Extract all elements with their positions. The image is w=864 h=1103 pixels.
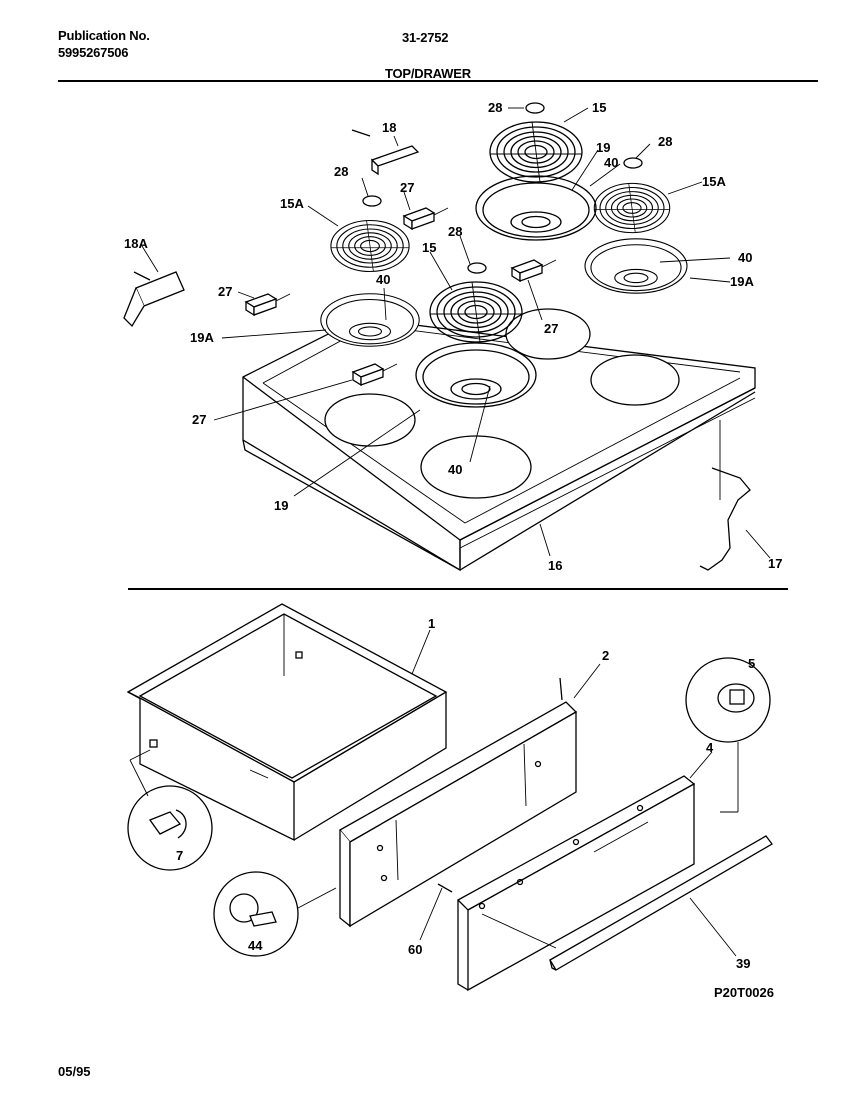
receptacle-block-27c: [511, 259, 557, 282]
cap-28a: [525, 102, 545, 114]
drip-bowl-left-small-19a: [320, 293, 420, 347]
callout-18: 18: [382, 120, 396, 135]
drip-bowl-right-small-19a: [584, 238, 688, 294]
callout-40: 40: [738, 250, 752, 265]
section-divider: [128, 588, 788, 590]
callout-19: 19: [274, 498, 288, 513]
support-rod-17: [699, 420, 751, 571]
callout-labels: 28 15 18 19 40 28 28 27 15A 15A 18A 28 1…: [124, 100, 782, 971]
surface-element-left-small-15a: [330, 219, 410, 273]
date-code: 05/95: [58, 1064, 91, 1079]
drip-bowl-front-large-19: [415, 342, 537, 408]
callout-4: 4: [706, 740, 714, 755]
publication-number: 5995267506: [58, 45, 129, 60]
roller-detail-44: [213, 871, 337, 957]
callout-40: 40: [376, 272, 390, 287]
handle-39: [549, 835, 773, 971]
drawer-bearing-detail-5: [685, 657, 771, 813]
callout-17: 17: [768, 556, 782, 571]
callout-27: 27: [400, 180, 414, 195]
callout-19: 19: [596, 140, 610, 155]
callout-19a: 19A: [190, 330, 214, 345]
callout-15a: 15A: [702, 174, 726, 189]
drawing-code: P20T0026: [714, 985, 774, 1000]
callout-28: 28: [658, 134, 672, 149]
drip-bowl-right-large-19: [475, 175, 597, 241]
section-title: TOP/DRAWER: [385, 66, 471, 81]
model-number: 31-2752: [402, 30, 449, 45]
callout-15: 15: [592, 100, 606, 115]
callout-28: 28: [448, 224, 462, 239]
callout-44: 44: [248, 938, 263, 953]
callout-5: 5: [748, 656, 755, 671]
publication-label: Publication No.: [58, 28, 150, 43]
callout-7: 7: [176, 848, 183, 863]
drawer-panel-4: [456, 775, 696, 992]
drawer-stop-detail-7: [127, 749, 213, 871]
bracket-18a: [123, 271, 185, 328]
callout-19a: 19A: [730, 274, 754, 289]
callout-2: 2: [602, 648, 609, 663]
surface-element-back-large-15: [489, 121, 583, 183]
leader-lines-top: [141, 107, 771, 559]
cap-28b: [623, 157, 643, 169]
callout-28: 28: [334, 164, 348, 179]
screw-60: [437, 883, 453, 893]
callout-40: 40: [604, 155, 618, 170]
callout-15: 15: [422, 240, 436, 255]
callout-18a: 18A: [124, 236, 148, 251]
drawer-front-panel-2: [339, 677, 578, 928]
cooktop-openings: [324, 308, 680, 499]
callout-1: 1: [428, 616, 435, 631]
drawer-body-1: [126, 603, 448, 842]
cap-28d: [467, 262, 487, 274]
surface-element-back-small-15a: [593, 182, 671, 234]
bracket-18: [351, 129, 420, 176]
callout-27: 27: [218, 284, 232, 299]
header-rule: [58, 80, 818, 82]
callout-40: 40: [448, 462, 462, 477]
callout-28: 28: [488, 100, 502, 115]
callout-15a: 15A: [280, 196, 304, 211]
callout-60: 60: [408, 942, 422, 957]
callout-16: 16: [548, 558, 562, 573]
callout-27: 27: [192, 412, 206, 427]
receptacle-block-27a: [403, 207, 449, 230]
callout-39: 39: [736, 956, 750, 971]
callout-27: 27: [544, 321, 558, 336]
cap-28c: [362, 195, 382, 207]
leader-lines-drawer: [411, 629, 737, 957]
